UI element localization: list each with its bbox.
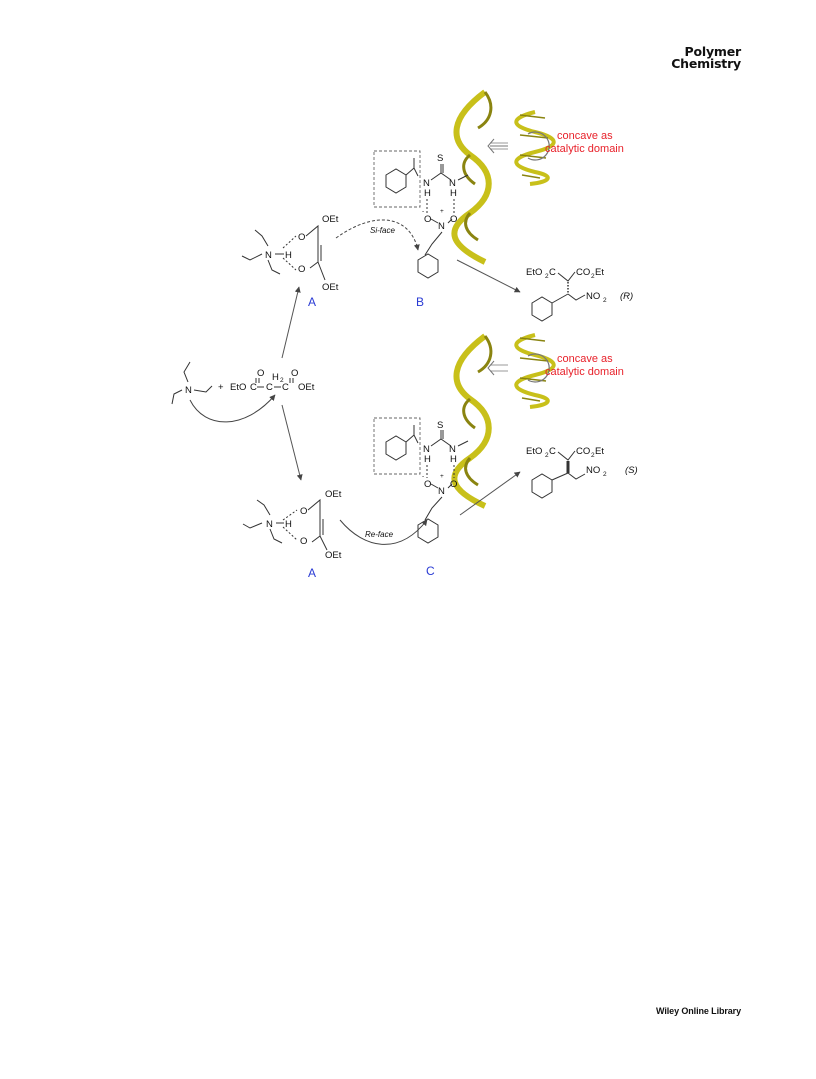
product-R: EtO 2 C CO 2 Et NO 2	[526, 267, 607, 322]
svg-text:N: N	[438, 486, 445, 497]
svg-text:EtO: EtO	[526, 267, 542, 278]
enolate-complex-bottom: OEt O O OEt N H	[242, 489, 342, 561]
svg-text:N: N	[266, 519, 273, 530]
svg-text:O: O	[291, 368, 298, 379]
re-face-label: Re-face	[365, 530, 394, 539]
svg-text:H: H	[450, 188, 457, 199]
svg-text:H: H	[272, 372, 279, 383]
reaction-arrows	[281, 219, 521, 545]
journal-logo: Polymer Chemistry	[671, 44, 742, 71]
svg-text:+: +	[440, 473, 444, 480]
svg-text:O: O	[298, 232, 305, 243]
enolate-complex-top: OEt O O OEt N H	[241, 214, 339, 293]
svg-text:-: -	[422, 473, 424, 480]
svg-text:O: O	[450, 214, 457, 225]
svg-text:Et: Et	[595, 446, 604, 457]
svg-text:Et: Et	[595, 267, 604, 278]
svg-text:S: S	[437, 153, 443, 164]
svg-text:C: C	[549, 446, 556, 457]
svg-text:N: N	[265, 250, 272, 261]
svg-text:N: N	[423, 444, 430, 455]
svg-text:N: N	[185, 385, 192, 396]
annotation-bottom-line2: catalytic domain	[545, 366, 624, 378]
thiourea-catalyst-bottom: N H S N H O - N + O	[373, 417, 469, 544]
journal-name-line2: Chemistry	[671, 56, 741, 71]
svg-text:H: H	[424, 188, 431, 199]
helix-large-top	[451, 89, 493, 265]
svg-text:2: 2	[603, 471, 607, 478]
label-A-top: A	[308, 295, 316, 309]
svg-text:O: O	[298, 264, 305, 275]
svg-text:OEt: OEt	[325, 550, 342, 561]
svg-text:O: O	[424, 479, 431, 490]
annotation-top-line1: concave as	[557, 130, 613, 142]
svg-text:O: O	[300, 506, 307, 517]
svg-text:OEt: OEt	[298, 382, 315, 393]
svg-text:2: 2	[280, 377, 284, 384]
annotation-top-line2: catalytic domain	[545, 143, 624, 155]
svg-text:2: 2	[591, 452, 595, 459]
product-S-config: (S)	[625, 465, 638, 476]
starting-materials: N + EtO C O C H 2 C O OEt	[171, 361, 315, 423]
label-B: B	[416, 295, 424, 309]
helix-large-bottom	[451, 333, 493, 509]
label-A-bottom: A	[308, 566, 316, 580]
svg-text:NO: NO	[586, 465, 600, 476]
svg-text:O: O	[300, 536, 307, 547]
svg-text:H: H	[285, 250, 292, 261]
helix-small-top	[487, 110, 556, 186]
label-C: C	[426, 564, 435, 578]
svg-text:OEt: OEt	[322, 214, 339, 225]
svg-text:CO: CO	[576, 267, 590, 278]
svg-text:OEt: OEt	[322, 282, 339, 293]
svg-text:2: 2	[591, 273, 595, 280]
svg-text:O: O	[424, 214, 431, 225]
publisher-footer: Wiley Online Library	[656, 1006, 741, 1016]
thiourea-catalyst-top: N H S N H O - N + O	[373, 150, 469, 279]
product-R-config: (R)	[620, 291, 633, 302]
si-face-label: Si-face	[370, 226, 395, 235]
product-S: EtO 2 C CO 2 Et NO 2	[526, 446, 607, 499]
svg-text:N: N	[423, 178, 430, 189]
svg-text:C: C	[282, 382, 289, 393]
helix-small-bottom	[487, 333, 556, 409]
svg-text:NO: NO	[586, 291, 600, 302]
svg-text:H: H	[424, 454, 431, 465]
svg-text:O: O	[257, 368, 264, 379]
svg-text:C: C	[549, 267, 556, 278]
svg-text:H: H	[450, 454, 457, 465]
svg-text:+: +	[218, 382, 224, 393]
svg-text:O: O	[450, 479, 457, 490]
svg-text:C: C	[250, 382, 257, 393]
svg-text:OEt: OEt	[325, 489, 342, 500]
svg-text:+: +	[440, 208, 444, 215]
svg-text:N: N	[438, 221, 445, 232]
svg-text:2: 2	[603, 297, 607, 304]
svg-text:EtO: EtO	[230, 382, 246, 393]
journal-name-line1: Polymer	[684, 44, 742, 59]
svg-text:N: N	[449, 444, 456, 455]
svg-text:2: 2	[545, 452, 549, 459]
svg-text:H: H	[285, 519, 292, 530]
svg-text:C: C	[266, 382, 273, 393]
annotation-bottom-line1: concave as	[557, 353, 613, 365]
svg-text:CO: CO	[576, 446, 590, 457]
svg-text:2: 2	[545, 273, 549, 280]
svg-text:-: -	[422, 208, 424, 215]
svg-text:EtO: EtO	[526, 446, 542, 457]
svg-text:N: N	[449, 178, 456, 189]
svg-text:S: S	[437, 420, 443, 431]
